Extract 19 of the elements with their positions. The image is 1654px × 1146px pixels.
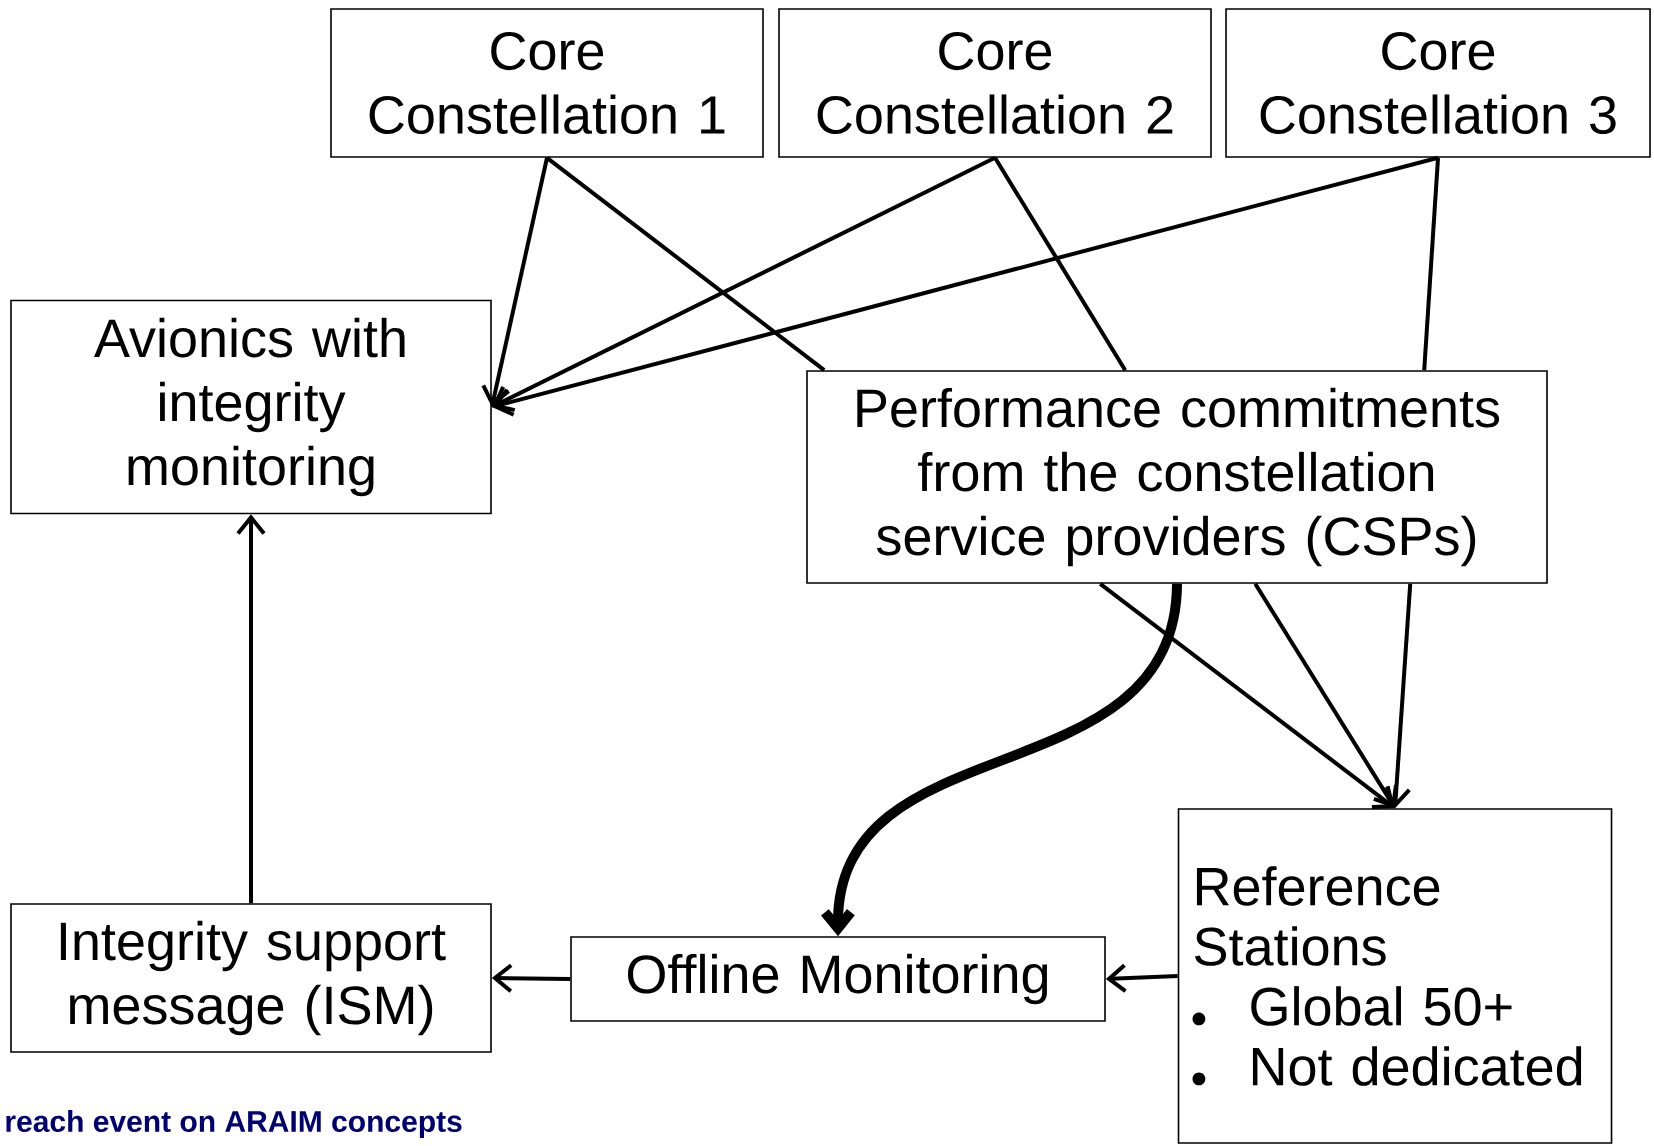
arrow	[1381, 583, 1413, 809]
arrow	[491, 155, 1439, 417]
curved-arrow	[821, 583, 1182, 937]
arrow	[1253, 582, 1398, 809]
arrow	[491, 963, 571, 993]
process-box: Core Constellation 1	[330, 8, 764, 158]
footer-text: reach event on ARAIM concepts	[6, 1110, 462, 1138]
arrow	[1105, 963, 1178, 993]
arrow	[491, 156, 996, 413]
process-box: Avionics with integrity monitoring	[10, 299, 492, 515]
process-box: Offline Monitoring	[570, 936, 1106, 1022]
arrow	[1099, 582, 1395, 809]
process-box: Performance commitments from the constellation service providers (CSPs)	[806, 370, 1548, 584]
process-box: Integrity support message (ISM)	[10, 903, 492, 1053]
arrow	[481, 157, 549, 407]
process-box: Core Constellation 3	[1225, 8, 1651, 158]
text-box: Reference Stations Global 50+ Not dedicated	[1177, 808, 1613, 1144]
process-box: Core Constellation 2	[778, 8, 1212, 158]
arrow	[236, 514, 266, 904]
